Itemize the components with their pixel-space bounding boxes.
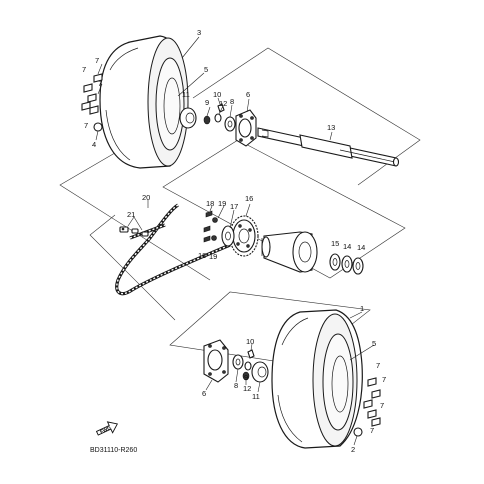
wheel-hub-lower[interactable] [203, 339, 229, 383]
callout-3: 3 [197, 28, 201, 37]
callout-12-upper: 12 [219, 99, 227, 108]
washer-8-lower[interactable] [232, 354, 244, 370]
callout-20: 20 [142, 193, 150, 202]
callout-18-lower: 18 [198, 251, 206, 260]
chain-joint-kit[interactable] [119, 226, 149, 237]
callout-7-lower-b: 7 [382, 375, 386, 384]
callout-7-lower-c: 7 [380, 401, 384, 410]
callout-1: 1 [360, 304, 364, 313]
lock-nuts-14[interactable] [341, 255, 364, 275]
callout-11-upper: 11 [182, 90, 190, 99]
callout-16: 16 [245, 194, 253, 203]
callout-18-upper: 18 [206, 199, 214, 208]
sprocket-hub[interactable] [221, 225, 235, 247]
callout-7-lower-a: 7 [376, 361, 380, 370]
callout-6-upper: 6 [246, 90, 250, 99]
diagram-code: BD31110-R260 [90, 447, 137, 454]
wheel-spacer-lower[interactable] [251, 361, 269, 383]
callout-13: 13 [327, 123, 335, 132]
callout-10-lower: 10 [246, 337, 254, 346]
callout-4: 4 [92, 140, 96, 149]
callout-17: 17 [230, 202, 238, 211]
lower-tire[interactable] [271, 309, 363, 449]
callout-labels: 3 5 4 7 7 7 7 11 10 9 12 8 6 13 20 21 18… [82, 28, 386, 454]
sprocket-nuts[interactable] [211, 217, 218, 241]
axle-bearing-housing[interactable] [261, 231, 318, 273]
callout-8-lower: 8 [234, 381, 238, 390]
bearing-15[interactable] [329, 253, 341, 271]
callout-9-upper: 9 [205, 98, 209, 107]
callout-12-lower: 12 [243, 384, 251, 393]
callout-8-upper: 8 [230, 97, 234, 106]
callout-14-a: 14 [343, 242, 351, 251]
callout-15: 15 [331, 239, 339, 248]
rear-axle[interactable] [257, 127, 400, 167]
sprocket-bolts[interactable] [203, 210, 213, 243]
callout-14-b: 14 [357, 243, 365, 252]
callout-5-upper: 5 [204, 65, 208, 74]
circlip-12-upper[interactable] [214, 113, 222, 123]
callout-11-lower: 11 [252, 392, 260, 401]
callout-7-upper-c: 7 [98, 79, 102, 88]
callout-19-upper: 19 [218, 199, 226, 208]
callout-6-lower: 6 [202, 389, 206, 398]
wheel-bolts-lower[interactable] [353, 377, 381, 437]
upper-tire[interactable] [99, 35, 189, 169]
pin-10-lower[interactable] [247, 349, 255, 359]
callout-21: 21 [127, 210, 135, 219]
wheel-spacer-upper[interactable] [179, 107, 197, 129]
wheel-bolts-upper[interactable] [81, 73, 103, 132]
forward-direction-arrow: FWD [95, 421, 118, 436]
circlip-12-lower[interactable] [244, 361, 252, 371]
leader-lines [95, 36, 375, 446]
lower-assembly-plane [169, 291, 371, 366]
callout-7-lower-d: 7 [370, 426, 374, 435]
callout-2: 2 [351, 445, 355, 454]
callout-7-upper-b: 7 [82, 65, 86, 74]
callout-5-lower: 5 [372, 339, 376, 348]
driven-sprocket[interactable] [229, 215, 259, 257]
fwd-label: FWD [99, 425, 112, 435]
callout-19-lower: 19 [209, 252, 217, 261]
callout-7-upper-a: 7 [95, 56, 99, 65]
wheel-hub-upper[interactable] [235, 109, 257, 147]
washer-8-upper[interactable] [224, 116, 236, 132]
callout-10-upper: 10 [213, 90, 221, 99]
washer-9-upper[interactable] [203, 115, 211, 125]
callout-9-lower: 9 [244, 373, 248, 382]
pin-10-upper[interactable] [217, 103, 225, 113]
callout-7-upper-d: 7 [84, 121, 88, 130]
